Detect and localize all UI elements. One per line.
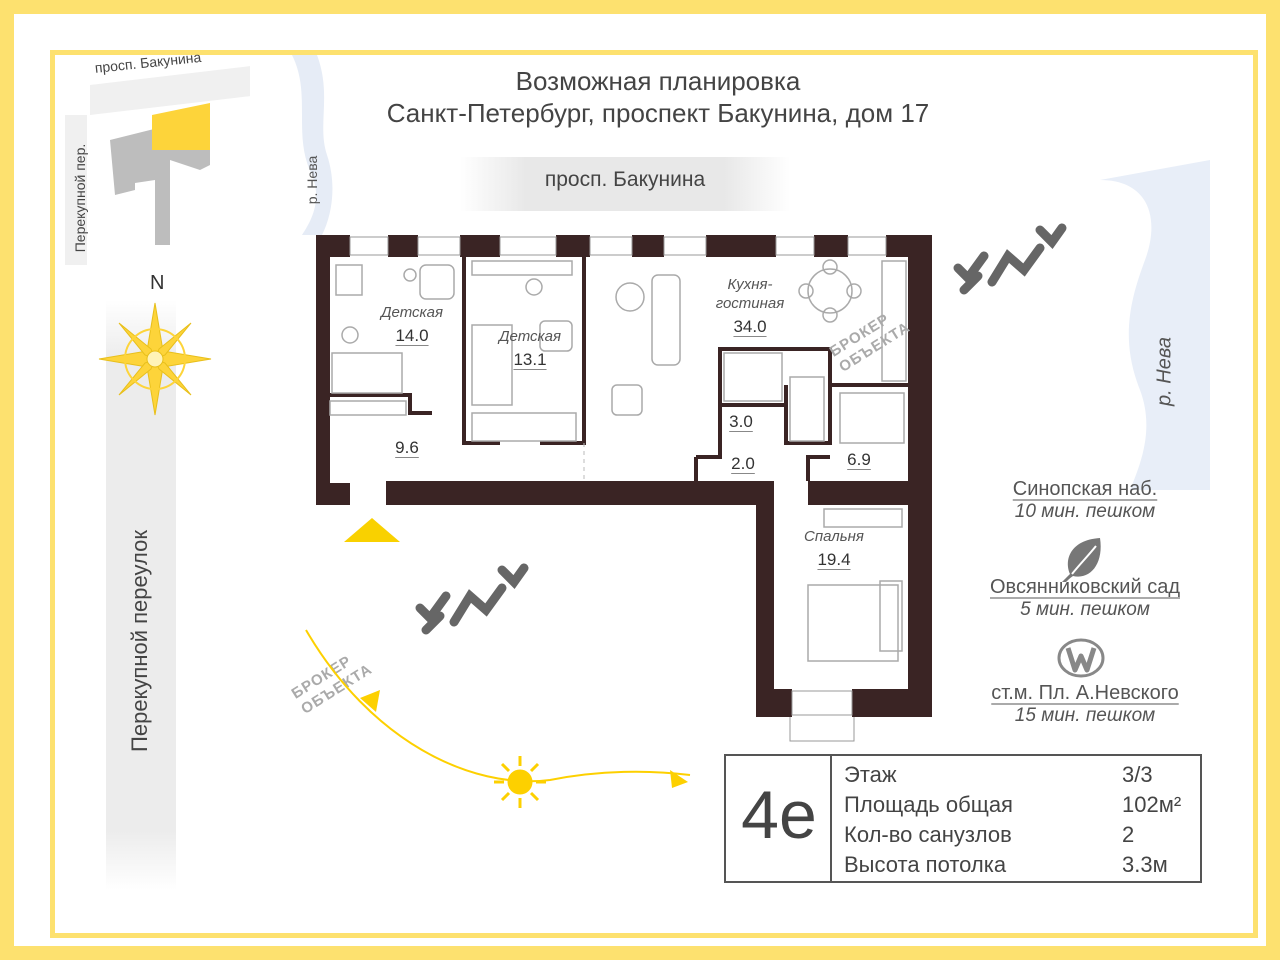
room-area: 3.0 xyxy=(729,412,753,431)
street-left-label: Перекупной переулок xyxy=(127,530,152,752)
leaf-icon xyxy=(1062,538,1101,582)
floor-plan xyxy=(316,235,932,742)
info-value: 2 xyxy=(1122,822,1135,847)
place-item: ст.м. Пл. А.Невского 15 мин. пешком xyxy=(940,682,1230,727)
info-row: Площадь общая 102м² xyxy=(844,792,1194,822)
info-row: Кол-во санузлов 2 xyxy=(844,822,1194,852)
info-value: 3/3 xyxy=(1122,762,1153,787)
info-row: Высота потолка 3.3м xyxy=(844,852,1194,882)
info-type-cell: 4е xyxy=(726,756,832,881)
room-area: 19.4 xyxy=(817,550,851,569)
entrance-icon xyxy=(344,518,400,542)
river-small xyxy=(292,55,333,235)
trees-icon xyxy=(415,563,529,635)
info-label: Площадь общая xyxy=(844,792,1013,817)
info-value: 3.3м xyxy=(1122,852,1168,877)
place-name: Синопская наб. xyxy=(1012,478,1158,500)
place-time: 5 мин. пешком xyxy=(1020,599,1150,620)
place-item: Овсянниковский сад 5 мин. пешком xyxy=(940,576,1230,621)
map-street-side: Перекупной пер. xyxy=(72,143,88,253)
compass-rose-icon xyxy=(98,302,212,416)
place-name: ст.м. Пл. А.Невского xyxy=(991,682,1179,704)
street-top-label: просп. Бакунина xyxy=(544,168,706,191)
plan-address: Санкт-Петербург, проспект Бакунина, дом … xyxy=(386,98,930,128)
room-area: 2.0 xyxy=(731,454,755,473)
info-label: Высота потолка xyxy=(844,852,1007,877)
river-right-label: р. Нева xyxy=(1153,337,1176,406)
room-area: 6.9 xyxy=(847,450,871,469)
room-name: Детская xyxy=(381,304,443,321)
room-area: 34.0 xyxy=(733,317,767,336)
sun-icon xyxy=(494,756,546,808)
info-label: Кол-во санузлов xyxy=(844,822,1012,847)
room-area: 14.0 xyxy=(395,326,429,345)
info-table: 4е Этаж 3/3 Площадь общая 102м² Кол-во с… xyxy=(724,754,1202,883)
info-value: 102м² xyxy=(1122,792,1182,817)
room-name-line1: Кухня- xyxy=(727,276,773,293)
info-row: Этаж 3/3 xyxy=(844,762,1194,792)
compass-north: N xyxy=(150,272,165,294)
room-name: Детская xyxy=(499,328,561,345)
metro-icon xyxy=(1057,638,1105,678)
place-name: Овсянниковский сад xyxy=(990,576,1180,598)
room-name: Спальня xyxy=(804,528,864,545)
street-band xyxy=(460,157,790,211)
place-item: Синопская наб. 10 мин. пешком xyxy=(940,478,1230,523)
apartment-type: 4е xyxy=(741,777,817,853)
site-map xyxy=(65,66,250,265)
place-time: 15 мин. пешком xyxy=(1014,705,1156,726)
room-area: 9.6 xyxy=(395,438,419,457)
info-label: Этаж xyxy=(844,762,897,787)
room-name-line2: гостиная xyxy=(715,295,785,312)
place-time: 10 мин. пешком xyxy=(1014,501,1156,522)
river-small-label: р. Нева xyxy=(304,155,320,205)
room-area: 13.1 xyxy=(513,350,547,369)
plan-title: Возможная планировка xyxy=(515,66,801,96)
trees-icon xyxy=(953,223,1067,295)
river-right xyxy=(1100,160,1210,490)
street-left-band xyxy=(106,300,176,890)
